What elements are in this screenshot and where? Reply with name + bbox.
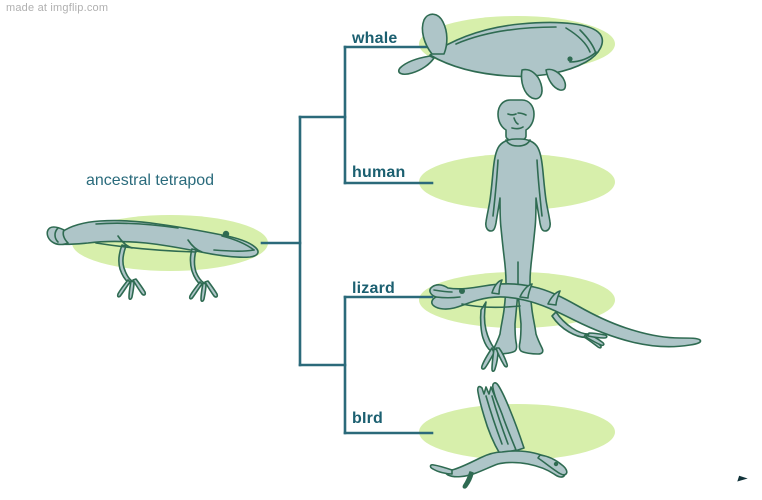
label-human: human — [352, 164, 406, 181]
label-whale: whale — [352, 30, 398, 47]
imgflip-watermark: made at imgflip.com — [6, 2, 109, 14]
label-bird: bIrd — [352, 410, 384, 427]
label-ancestral-tetrapod: ancestral tetrapod — [86, 172, 215, 189]
human-illustration — [485, 99, 551, 355]
label-lizard: lizard — [352, 280, 395, 297]
lizard-illustration — [429, 279, 702, 373]
bird-illustration — [429, 382, 568, 489]
ancestral-tetrapod-illustration — [46, 219, 259, 303]
whale-illustration — [397, 13, 604, 100]
